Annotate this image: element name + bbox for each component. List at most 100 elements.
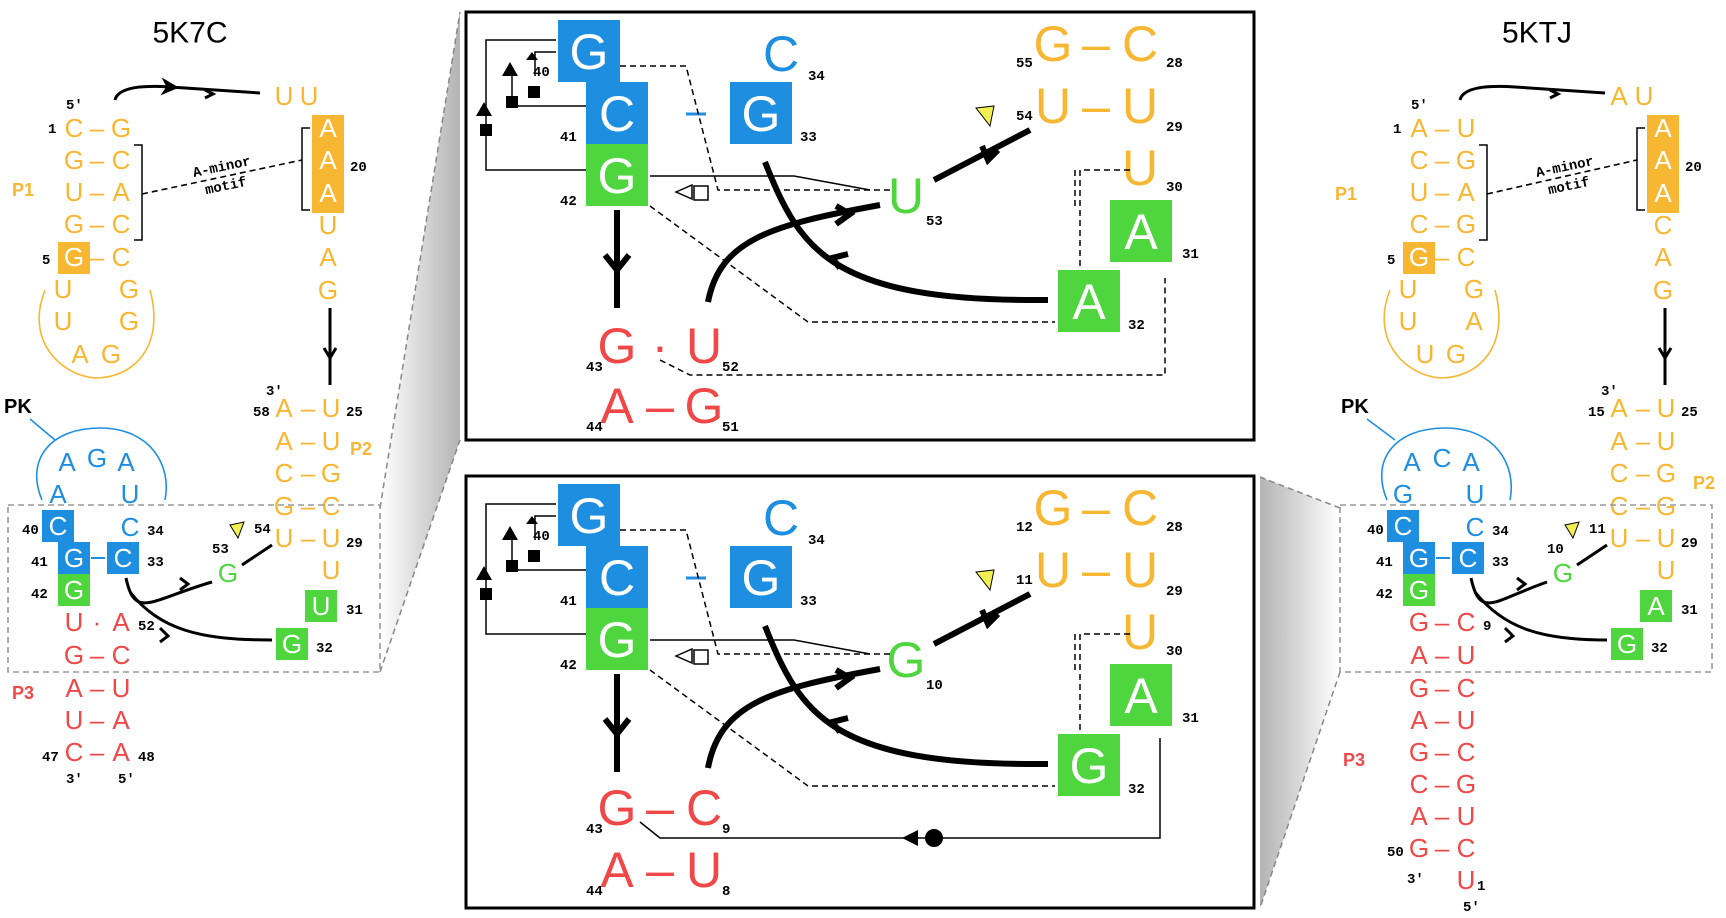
nt-g32: G: [1617, 629, 1637, 659]
top-detail-panel: G C G G A A C G C U U U – – U G U A G · …: [464, 10, 1256, 442]
bottom-detail-panel: G C G G A G C G C U U U – – G G C A U – …: [464, 474, 1256, 910]
nt-g12: G: [1034, 480, 1073, 536]
pair-mark: –: [90, 145, 105, 175]
pair-mark: –: [1435, 640, 1450, 670]
num-53: 53: [212, 542, 229, 558]
num-11: 11: [1016, 573, 1033, 589]
num-33: 33: [800, 594, 817, 610]
nt: G: [1456, 209, 1476, 239]
nt-g5: G: [1409, 242, 1429, 272]
num-42: 42: [1376, 587, 1393, 603]
pair-mark: –: [90, 242, 105, 272]
p1-helix: 5′ 1 5 P1 C G G C U A G C G C U G U G A: [12, 77, 310, 379]
nt: C: [1410, 209, 1429, 239]
nt-g10: G: [1553, 558, 1573, 588]
nt: U: [1635, 81, 1654, 111]
pair-mark: –: [301, 491, 316, 521]
num-31: 31: [1182, 247, 1199, 263]
nt: C: [275, 458, 294, 488]
nt: G: [1656, 491, 1676, 521]
num-53: 53: [926, 214, 943, 230]
nt-c9: C: [686, 780, 722, 836]
nt-g5: G: [64, 242, 84, 272]
pair-mark: –: [1636, 393, 1651, 423]
pair-mark: –: [90, 177, 105, 207]
nt: A: [319, 242, 337, 272]
num-12: 12: [1016, 520, 1033, 536]
core-dashed-box: [7, 504, 381, 673]
num-41: 41: [31, 555, 48, 571]
nt: A: [58, 447, 76, 477]
nt-g40: G: [570, 488, 609, 544]
p1-label: P1: [1335, 184, 1357, 204]
nt: U: [1457, 865, 1476, 895]
nt-a31: A: [1124, 668, 1158, 724]
pair-mark: –: [1435, 177, 1450, 207]
nt: U: [54, 306, 73, 336]
nt: G: [1446, 339, 1466, 369]
nt-g10: G: [887, 632, 926, 688]
nt: G: [119, 274, 139, 304]
nt-u8: U: [686, 842, 722, 898]
num-34: 34: [808, 69, 825, 85]
pair-mark: –: [1082, 542, 1110, 598]
num-33: 33: [147, 555, 164, 571]
pair-mark: –: [646, 842, 674, 898]
nt: A: [1610, 81, 1628, 111]
nt: C: [1457, 607, 1476, 637]
three-prime-label: 3′: [1601, 384, 1618, 400]
nt: G: [318, 275, 338, 305]
core-junction: G 53 U G 31 32: [124, 521, 363, 660]
nt-g53: G: [218, 558, 238, 588]
nt-g33: G: [742, 86, 781, 142]
num-34: 34: [147, 524, 164, 540]
nt: U: [1657, 523, 1676, 553]
pair-mark: –: [1435, 833, 1450, 863]
num-48: 48: [138, 750, 155, 766]
nt: G: [1464, 274, 1484, 304]
j12-and-p2: U U A A A U A G A U A U C G G C U U U –: [253, 81, 372, 585]
num-5: 5: [42, 253, 50, 269]
nt: U: [1416, 339, 1435, 369]
nt: G: [64, 209, 84, 239]
pair-mark: –: [1435, 242, 1450, 272]
nt-c34: C: [763, 490, 799, 546]
nt-u44: A: [600, 378, 634, 434]
nt-a32: G: [282, 629, 302, 659]
num-25: 25: [1681, 405, 1698, 421]
nt-g43: G: [598, 780, 637, 836]
nt: A: [1465, 306, 1483, 336]
nt: C: [1457, 242, 1476, 272]
nt-g53: U: [888, 168, 924, 224]
nt: U: [1399, 274, 1418, 304]
title-5ktj: 5KTJ: [1502, 17, 1572, 50]
three-prime-label: 3′: [1407, 872, 1424, 888]
nt: A: [1410, 705, 1428, 735]
nt: A: [1654, 178, 1672, 208]
num-41: 41: [1376, 555, 1393, 571]
num-34: 34: [1492, 524, 1509, 540]
nt: C: [1654, 210, 1673, 240]
nt: U: [322, 393, 341, 423]
nt: A: [319, 113, 337, 143]
nt: C: [322, 491, 341, 521]
pair-mark: ·: [93, 607, 102, 637]
nt-g55: G: [1034, 16, 1073, 72]
num-8: 8: [722, 884, 730, 900]
nt: U: [1457, 705, 1476, 735]
five-prime-label: 5′: [118, 772, 135, 788]
p2-label: P2: [1693, 473, 1715, 493]
pair-mark: –: [90, 640, 105, 670]
nt: C: [112, 145, 131, 175]
pair-mark: –: [1435, 801, 1450, 831]
num-1: 1: [1477, 879, 1485, 895]
nt-a31: A: [1124, 204, 1158, 260]
p2-label: P2: [350, 439, 372, 459]
nt-g32: G: [1070, 738, 1109, 794]
num-44: 44: [586, 884, 603, 900]
num-40: 40: [533, 529, 550, 545]
num-28: 28: [1166, 520, 1183, 536]
nt: A: [112, 705, 130, 735]
nt: G: [1409, 607, 1429, 637]
num-42: 42: [31, 587, 48, 603]
